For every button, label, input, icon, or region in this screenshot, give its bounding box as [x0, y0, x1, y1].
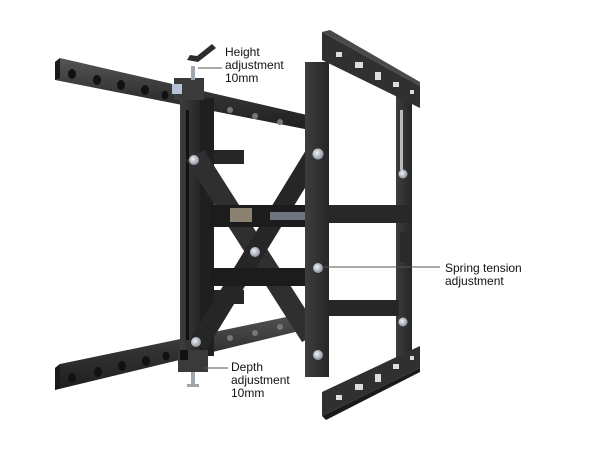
depth-adjustment-callout: Depth adjustment 10mm — [231, 361, 290, 400]
callout-text: adjustment — [231, 373, 290, 387]
callout-text: 10mm — [231, 386, 265, 400]
callout-text: Height — [225, 45, 260, 59]
callout-text: 10mm — [225, 71, 259, 85]
callout-text: Depth — [231, 360, 264, 374]
depth-adjustment-bracket — [178, 350, 208, 387]
height-adjustment-knob — [172, 44, 216, 100]
leader-lines — [198, 67, 440, 369]
callout-text: Spring tension — [445, 261, 522, 275]
display-frame — [305, 30, 420, 420]
callout-text: adjustment — [225, 58, 284, 72]
hardware — [189, 148, 408, 360]
spring-tension-callout: Spring tension adjustment — [445, 262, 522, 288]
callout-text: adjustment — [445, 274, 504, 288]
height-adjustment-callout: Height adjustment 10mm — [225, 46, 284, 85]
